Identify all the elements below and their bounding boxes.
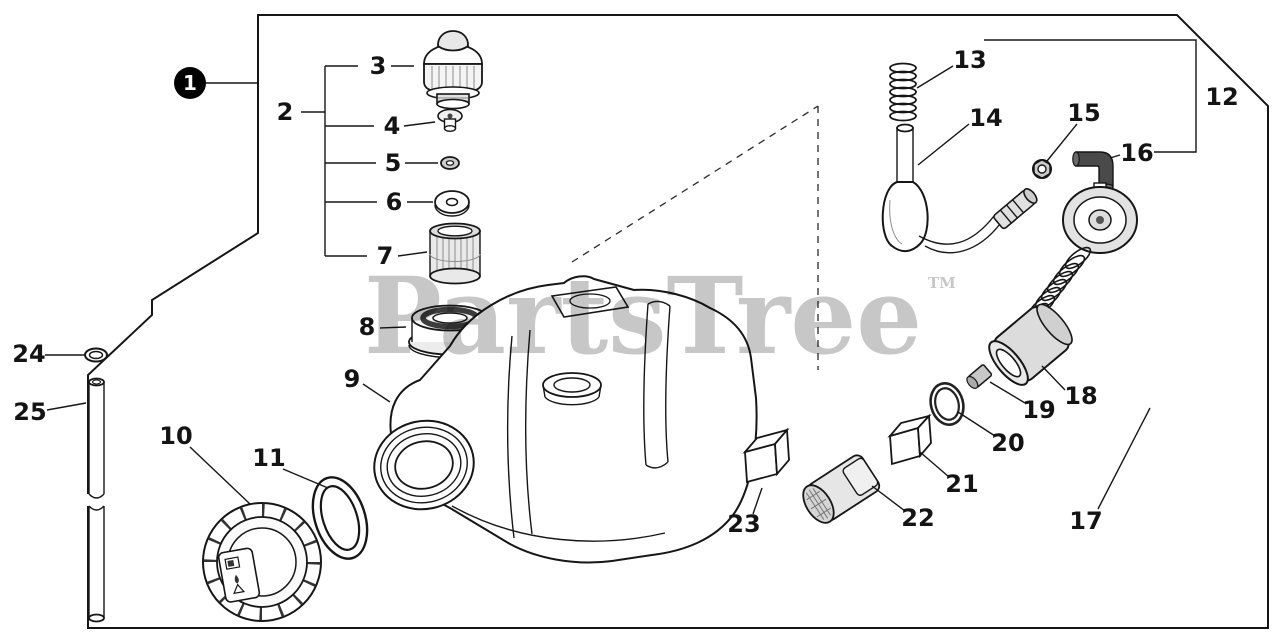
watermark-text: PartsTree [364, 253, 922, 378]
callout-25: 25 [13, 398, 46, 426]
callout-11: 11 [252, 444, 285, 472]
o-ring [929, 381, 965, 427]
callout-3: 3 [370, 52, 387, 80]
cap-retainer [429, 222, 481, 285]
callout-10: 10 [159, 422, 192, 450]
cap-gasket-washer [434, 190, 470, 217]
callout-1-bubble [174, 67, 206, 99]
leader-lines [45, 39, 1197, 515]
callout-1: 1 [183, 71, 197, 95]
filter-plug [802, 454, 881, 524]
callout-16: 16 [1120, 139, 1153, 167]
watermark-tm: TM [928, 274, 956, 292]
fuel-cap [423, 30, 483, 110]
spring [889, 62, 917, 122]
clip-ring [84, 347, 108, 363]
callout-21: 21 [945, 470, 978, 498]
filler-neck-threads [373, 419, 475, 511]
spacer-cylinder [966, 364, 993, 389]
callout-12: 12 [1205, 83, 1238, 111]
primer-cup [988, 303, 1073, 386]
nut [1032, 159, 1052, 179]
fuel-tank [373, 275, 758, 564]
cap-valve [437, 108, 463, 132]
callout-22: 22 [901, 504, 934, 532]
assembly-guide-line [571, 105, 819, 370]
foam-block-right [887, 413, 932, 466]
callout-7: 7 [377, 242, 394, 270]
callout-5: 5 [385, 149, 402, 177]
fuel-pickup-assembly [881, 123, 1038, 254]
cap-mix-label [217, 547, 261, 603]
callout-19: 19 [1022, 396, 1055, 424]
callout-20: 20 [991, 429, 1024, 457]
callout-23: 23 [727, 510, 760, 538]
fuel-line-tube [86, 377, 107, 623]
callout-13: 13 [953, 46, 986, 74]
callout-2: 2 [277, 98, 294, 126]
callout-14: 14 [969, 104, 1002, 132]
tank-cap [202, 502, 322, 622]
callout-8: 8 [359, 313, 376, 341]
callout-24: 24 [12, 340, 45, 368]
foam-block-left [742, 427, 790, 484]
small-o-ring [440, 156, 460, 170]
callout-15: 15 [1067, 99, 1100, 127]
primer-bulb-assembly [988, 182, 1138, 386]
callout-18: 18 [1064, 382, 1097, 410]
callout-6: 6 [386, 188, 403, 216]
cap-o-ring [311, 476, 369, 560]
callout-9: 9 [344, 365, 361, 393]
callout-17: 17 [1069, 507, 1102, 535]
callout-4: 4 [384, 112, 401, 140]
